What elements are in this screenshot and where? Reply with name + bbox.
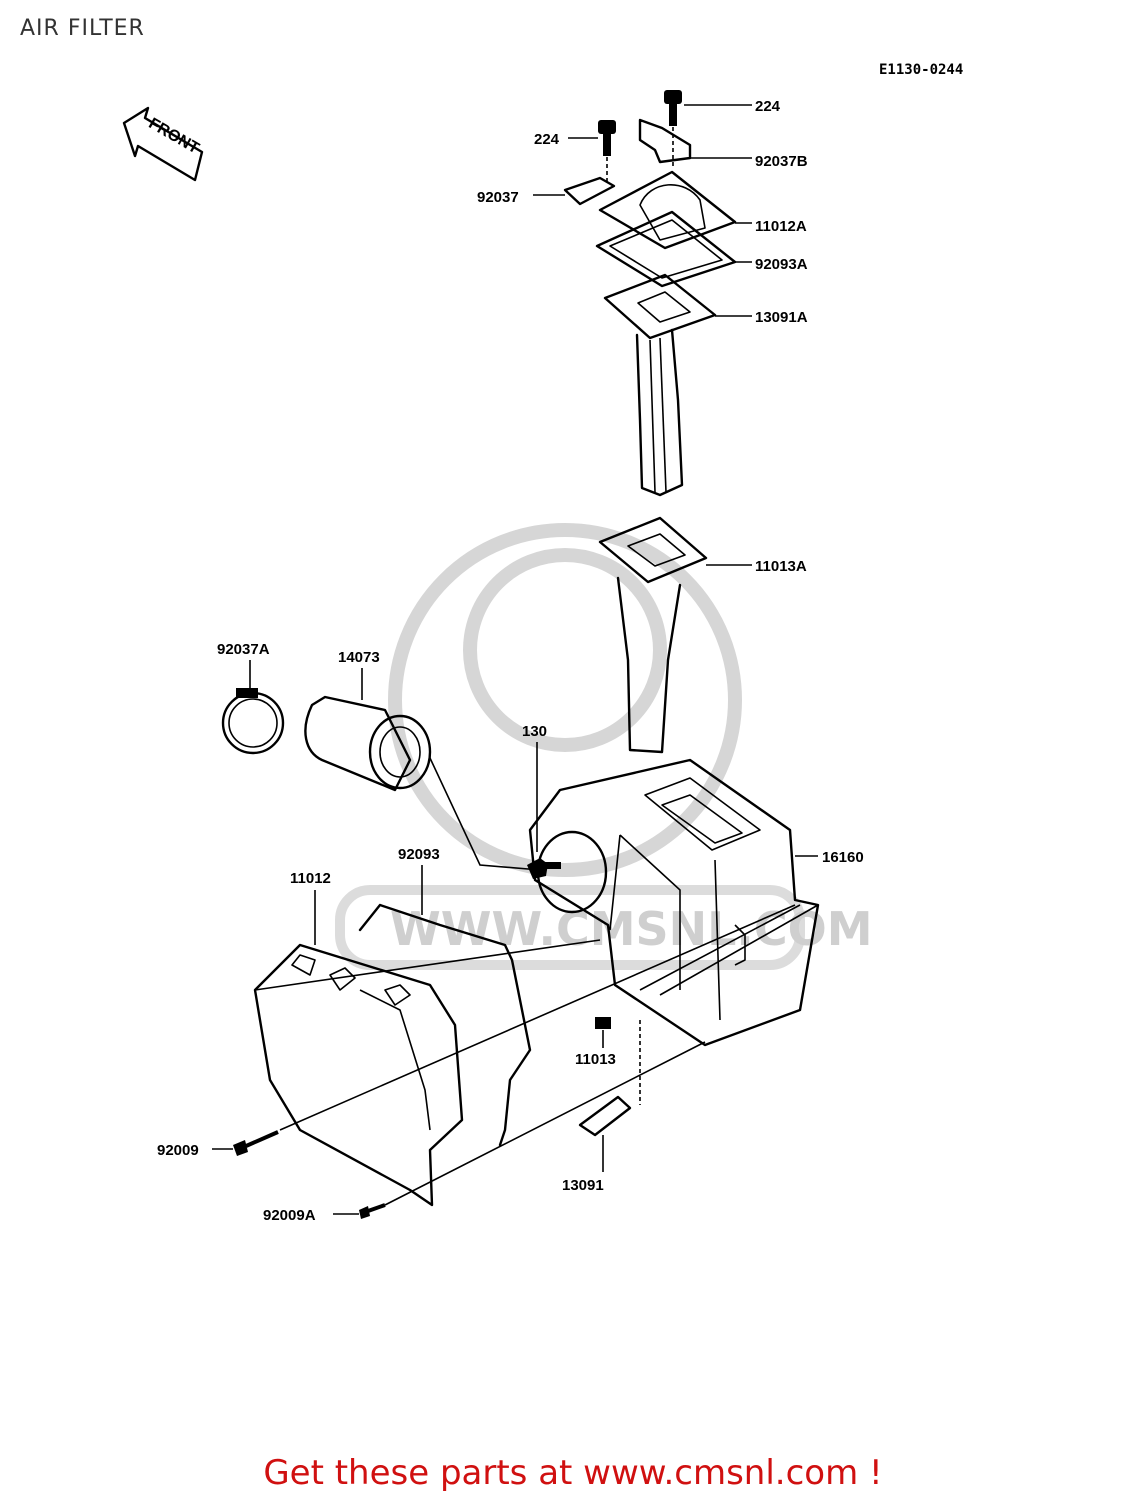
label-92037a: 92037A	[217, 641, 270, 658]
label-130: 130	[522, 723, 547, 740]
label-11012a: 11012A	[755, 218, 807, 235]
label-11013: 11013	[575, 1051, 616, 1068]
front-arrow-label: FRONT	[146, 115, 202, 157]
duct-11013a-icon	[598, 516, 752, 754]
gasket-92093-icon	[358, 865, 532, 1147]
label-92093: 92093	[398, 846, 440, 863]
screw-92009a-icon	[333, 1203, 386, 1219]
label-13091: 13091	[562, 1177, 604, 1194]
clamp-92037a-icon	[221, 660, 285, 755]
damper-11013-icon	[595, 1017, 611, 1048]
cover-11012a-icon	[598, 170, 752, 250]
label-92037b: 92037B	[755, 153, 808, 170]
label-11012: 11012	[290, 870, 331, 887]
alignment-lines	[254, 904, 796, 1206]
diagram-code: E1130-0244	[879, 62, 964, 78]
watermark-text: WWW.CMSNL.COM	[390, 902, 873, 956]
duct-13091a-icon	[603, 273, 752, 497]
bolt-224-left-icon	[568, 120, 616, 182]
gasket-92093a-icon	[595, 210, 752, 288]
front-arrow-icon: FRONT	[122, 106, 204, 182]
label-92009: 92009	[157, 1142, 199, 1159]
bolt-224-right-icon	[664, 90, 752, 166]
label-11013a: 11013A	[755, 558, 807, 575]
label-16160: 16160	[822, 849, 864, 866]
bolt-130-icon	[527, 742, 561, 879]
label-14073: 14073	[338, 649, 380, 666]
screw-92009-icon	[212, 1130, 279, 1156]
element-14073-icon	[304, 668, 541, 871]
label-92093a: 92093A	[755, 256, 808, 273]
airbox-16160-icon	[528, 758, 820, 1047]
label-224-right: 224	[755, 98, 781, 115]
bracket-92037b-icon	[638, 118, 752, 164]
label-13091a: 13091A	[755, 309, 808, 326]
label-92009a: 92009A	[263, 1207, 316, 1224]
footer-link[interactable]: Get these parts at www.cmsnl.com !	[263, 1453, 883, 1493]
label-92037: 92037	[477, 189, 519, 206]
watermark: WWW.CMSNL.COM	[335, 523, 873, 970]
duct-13091-icon	[578, 1020, 641, 1172]
label-224-left: 224	[534, 131, 560, 148]
damper-92037-icon	[533, 176, 616, 206]
page-title: AIR FILTER	[20, 16, 145, 41]
